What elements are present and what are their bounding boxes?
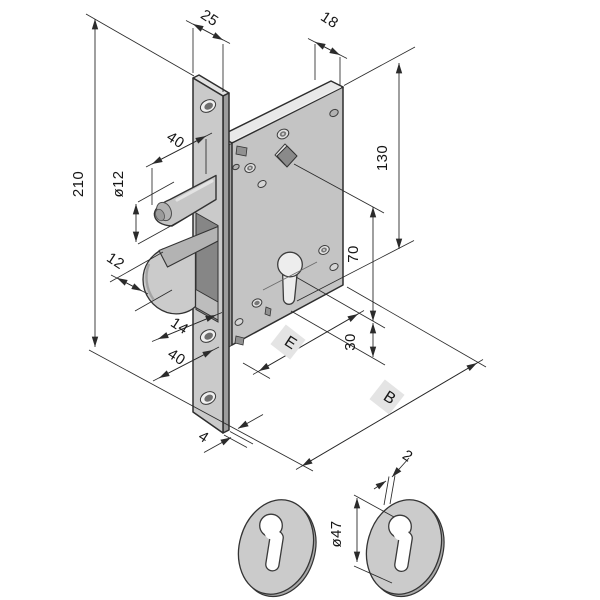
label-hole-spacing: 40 (164, 345, 188, 369)
dim-escutcheon-thickness (373, 457, 410, 506)
case-square-small-bottom (234, 335, 245, 346)
case-slot-small (264, 306, 272, 317)
dim-hook-thickness (109, 251, 173, 312)
dim-pin-diameter (132, 181, 188, 245)
dim-escutcheon-diameter (353, 494, 395, 584)
dim-faceplate-thickness (203, 414, 264, 453)
hook-bolt (142, 212, 219, 323)
case-hole-top-right (329, 108, 339, 118)
case-square-cutout (235, 145, 248, 157)
pin-highlight (175, 179, 214, 202)
lock-case (219, 80, 344, 350)
label-cylinder-to-bottom: 30 (342, 333, 359, 351)
backset-label-patch (270, 324, 306, 360)
label-hook-thickness: 12 (103, 249, 127, 273)
case-hole-oval-right (329, 263, 339, 271)
label-pin-diameter: ø12 (110, 170, 127, 197)
case-hole-oval (257, 180, 267, 188)
dim-case-width (307, 38, 348, 86)
label-escutcheon-diameter: ø47 (328, 520, 345, 547)
escutcheon-left (237, 499, 317, 598)
dim-pin-projection (145, 132, 213, 205)
dim-cylinder-to-bottom (290, 310, 386, 366)
escutcheon-right-keyhole (388, 514, 413, 573)
label-faceplate-thickness: 4 (195, 428, 212, 447)
label-slot-to-hole: 14 (167, 314, 191, 338)
label-follower-to-cylinder: 70 (345, 245, 362, 263)
case-hole-small (232, 163, 240, 171)
hook-shade (145, 263, 155, 301)
dim-case-depth (295, 286, 487, 470)
keyhole-seam-cover (284, 266, 297, 275)
case-screw-top (276, 128, 290, 140)
dim-faceplate-height (85, 13, 314, 472)
dim-backset (242, 310, 365, 379)
case-side-face (231, 86, 344, 346)
latch-pin (153, 174, 217, 227)
case-top-highlight (232, 86, 342, 142)
case-depth-label-patch (369, 379, 405, 415)
spindle-follower-square-hole (274, 143, 298, 168)
dim-faceplate-width (185, 20, 231, 92)
case-screw-right (318, 245, 330, 255)
label-top-to-cylinder: 130 (374, 145, 391, 171)
dim-top-to-cylinder (296, 46, 416, 302)
hook-top-face (158, 225, 219, 268)
label-escutcheon-thickness: 2 (399, 447, 416, 466)
case-screw-mid-left (244, 163, 256, 173)
label-faceplate-height: 210 (70, 171, 87, 197)
faceplate-side-face (222, 92, 230, 434)
dim-hole-spacing (152, 346, 220, 382)
pin-tip (155, 208, 165, 222)
faceplate-hole-bottom (199, 391, 217, 405)
label-case-width: 18 (317, 8, 341, 32)
euro-cylinder-hole (262, 251, 318, 305)
dim-slot-to-hole (151, 312, 223, 342)
label-pin-projection: 40 (163, 128, 187, 152)
escutcheon-right (365, 499, 445, 598)
escutcheon-left-keyhole (259, 513, 284, 572)
faceplate-hole-top (199, 99, 217, 113)
case-hole-bottom-left (234, 318, 244, 326)
label-faceplate-width: 25 (197, 6, 221, 30)
hook-nose (142, 248, 197, 315)
dimension-labels: 25 18 210 40 ø12 12 14 40 4 130 70 30 E … (70, 6, 416, 547)
cylinder-centerline (262, 261, 318, 291)
case-screw-bottom (251, 298, 263, 308)
